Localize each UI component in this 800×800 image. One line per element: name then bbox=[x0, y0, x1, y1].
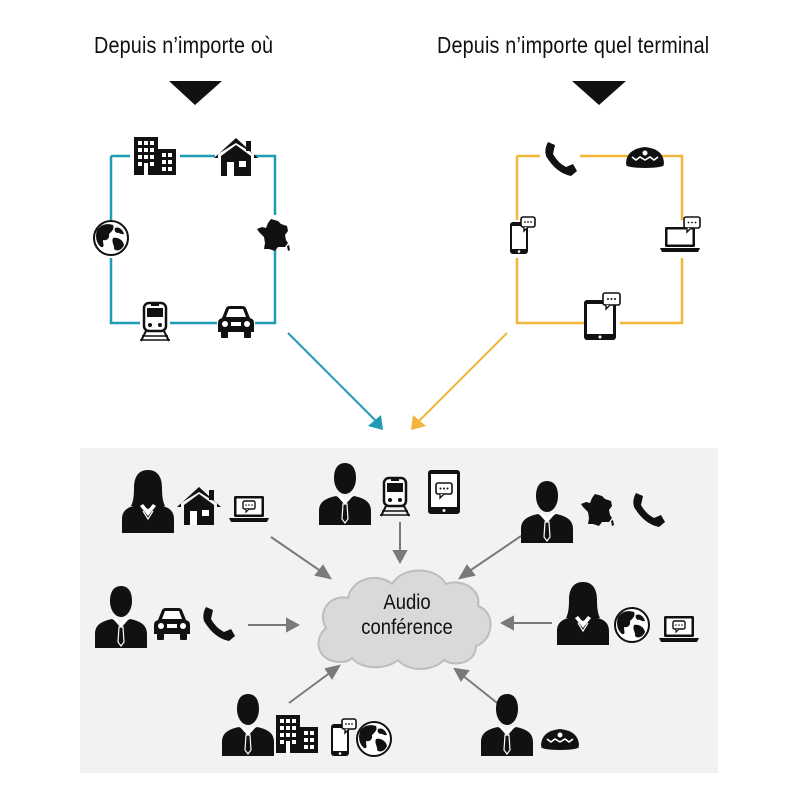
train-icon bbox=[378, 476, 412, 518]
globe-icon bbox=[356, 721, 392, 757]
house-icon bbox=[214, 138, 258, 176]
down-arrow-left-icon bbox=[169, 81, 222, 105]
smartphone-icon bbox=[509, 216, 536, 255]
tablet-icon bbox=[583, 292, 621, 341]
car-icon bbox=[218, 306, 254, 338]
heading-any-device: Depuis n’importe quel terminal bbox=[437, 32, 710, 58]
down-arrow-right-icon bbox=[572, 81, 626, 105]
connector-arrow-yellow bbox=[411, 332, 508, 430]
laptop-icon bbox=[659, 216, 701, 253]
connector-arrow-teal bbox=[287, 332, 383, 430]
globe-icon bbox=[93, 220, 129, 256]
building-icon bbox=[134, 137, 176, 175]
cloud-shape bbox=[317, 569, 492, 670]
train-icon bbox=[138, 301, 172, 343]
phone-handset-icon bbox=[545, 142, 577, 176]
device-loop bbox=[515, 154, 684, 325]
location-loop bbox=[109, 154, 277, 325]
audio-label-line2: conférence bbox=[361, 616, 453, 639]
heading-anywhere: Depuis n’importe où bbox=[94, 32, 274, 58]
france-map-icon bbox=[257, 219, 290, 251]
audio-label-line1: Audio bbox=[383, 591, 431, 614]
globe-icon bbox=[614, 607, 650, 643]
grey-arrows bbox=[248, 522, 552, 711]
conference-phone-icon bbox=[625, 146, 665, 169]
laptop-icon bbox=[228, 495, 270, 523]
audio-conference-label: Audio conférence bbox=[332, 590, 482, 640]
tablet-icon bbox=[427, 469, 461, 515]
laptop-icon bbox=[658, 615, 700, 643]
